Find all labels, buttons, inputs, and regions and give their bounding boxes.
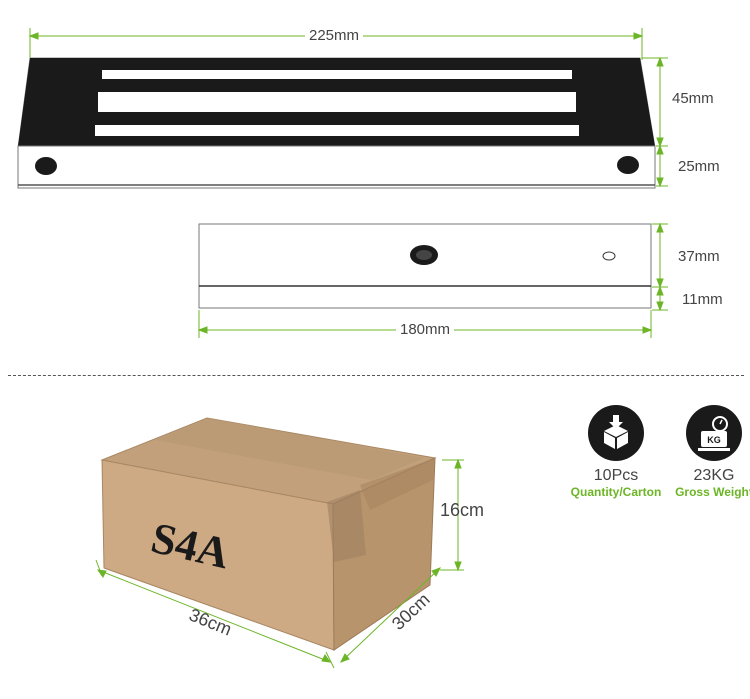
magnet-body (17, 57, 656, 189)
weight-value: 23KG (693, 467, 735, 484)
magnet-height-label: 45mm (672, 90, 714, 107)
carton-width-dimension (339, 567, 442, 663)
section-divider (8, 375, 744, 376)
quantity-value: 10Pcs (593, 467, 639, 484)
carton-length-dimension (95, 559, 335, 669)
quantity-label: Quantity/Carton (570, 485, 662, 499)
armature-plate (198, 223, 652, 309)
magnet-drawing (17, 28, 668, 338)
carton-height-label: 16cm (440, 500, 485, 520)
carton-height-dimension (440, 458, 464, 572)
weight-label: Gross Weight (675, 485, 750, 499)
weight-icon-badge: KG (686, 405, 742, 461)
mounting-hole-right (617, 156, 639, 174)
scale-kg-icon: KG (698, 416, 730, 451)
magnet-height-dimension (642, 56, 668, 188)
magnet-length-label: 225mm (305, 27, 364, 44)
armature-height-label: 37mm (678, 248, 720, 265)
magnet-depth-label: 25mm (678, 158, 720, 175)
svg-text:KG: KG (707, 435, 721, 445)
armature-height-dimension (652, 222, 668, 312)
armature-thickness-label: 11mm (682, 291, 723, 308)
armature-pin-hole (602, 251, 616, 261)
carton-drawing (95, 417, 464, 669)
armature-length-label: 180mm (396, 321, 455, 338)
box-download-icon (604, 415, 628, 449)
quantity-icon-badge (588, 405, 644, 461)
mounting-hole-left (35, 157, 57, 175)
